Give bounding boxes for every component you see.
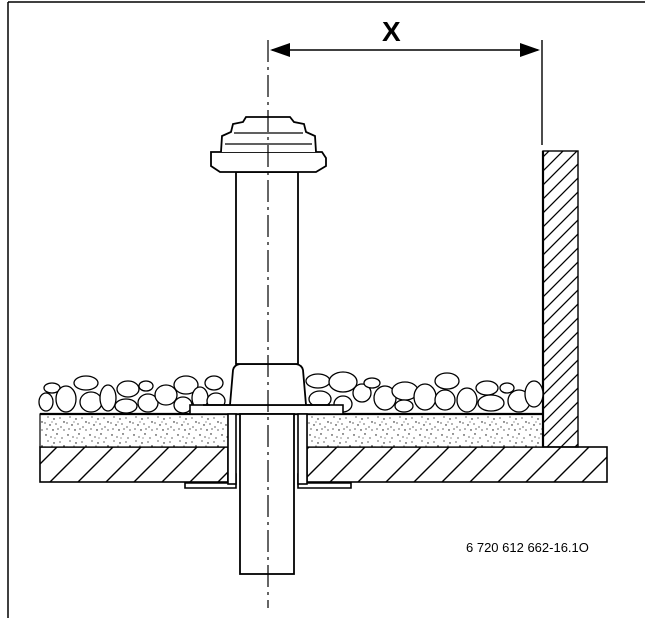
dimension-x: X	[270, 16, 543, 145]
gravel-stones	[38, 371, 544, 414]
roof-slab	[39, 446, 608, 483]
insulation-layer	[39, 413, 544, 448]
side-wall	[541, 150, 579, 448]
drawing-frame	[7, 1, 645, 618]
reference-code: 6 720 612 662-16.1O	[466, 540, 589, 555]
dimension-label: X	[382, 16, 401, 47]
flue-pipe	[235, 171, 299, 575]
roof-sleeve	[227, 413, 308, 485]
